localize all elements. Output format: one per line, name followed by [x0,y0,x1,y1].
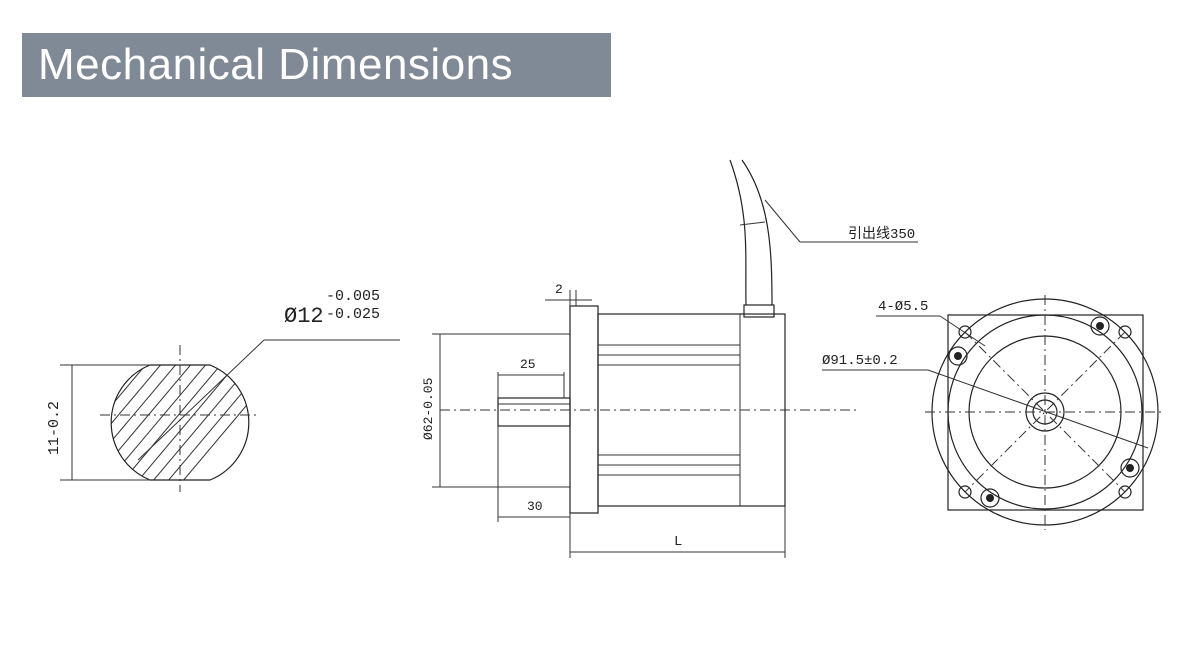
pcd-label: Ø91.5±0.2 [822,353,898,369]
pilot-diameter-label: Ø62-0.05 [421,378,436,440]
cable-gland [743,304,775,318]
motor-body [597,313,786,507]
flange-thickness-label: 2 [555,282,563,297]
title-banner: Mechanical Dimensions [22,33,611,97]
shaft-length-label: 30 [527,499,543,514]
lead-cable [729,159,747,306]
side-shaft [497,397,571,427]
side-view: 引出线350 2 25 30 L Ø62-0.05 [421,159,918,558]
holes-label: 4-Ø5.5 [878,299,928,315]
shaft-outline [110,364,250,481]
shaft-tolerance-upper: -0.005 [326,288,380,305]
shaft-diameter-label: Ø12 [284,304,324,329]
body-length-label: L [674,534,682,550]
mounting-holes [948,316,1140,508]
front-view: 4-Ø5.5 Ø91.5±0.2 [822,295,1165,530]
shaft-tolerance-lower: -0.025 [326,306,380,323]
shaft-section-view: Ø12 -0.005 -0.025 11-0.2 [46,288,400,492]
shaft-hatching [111,365,249,480]
lead-wire-label: 引出线350 [848,226,915,243]
key-depth-label: 11-0.2 [46,401,63,455]
page-title: Mechanical Dimensions [38,40,514,89]
key-length-label: 25 [520,357,536,372]
